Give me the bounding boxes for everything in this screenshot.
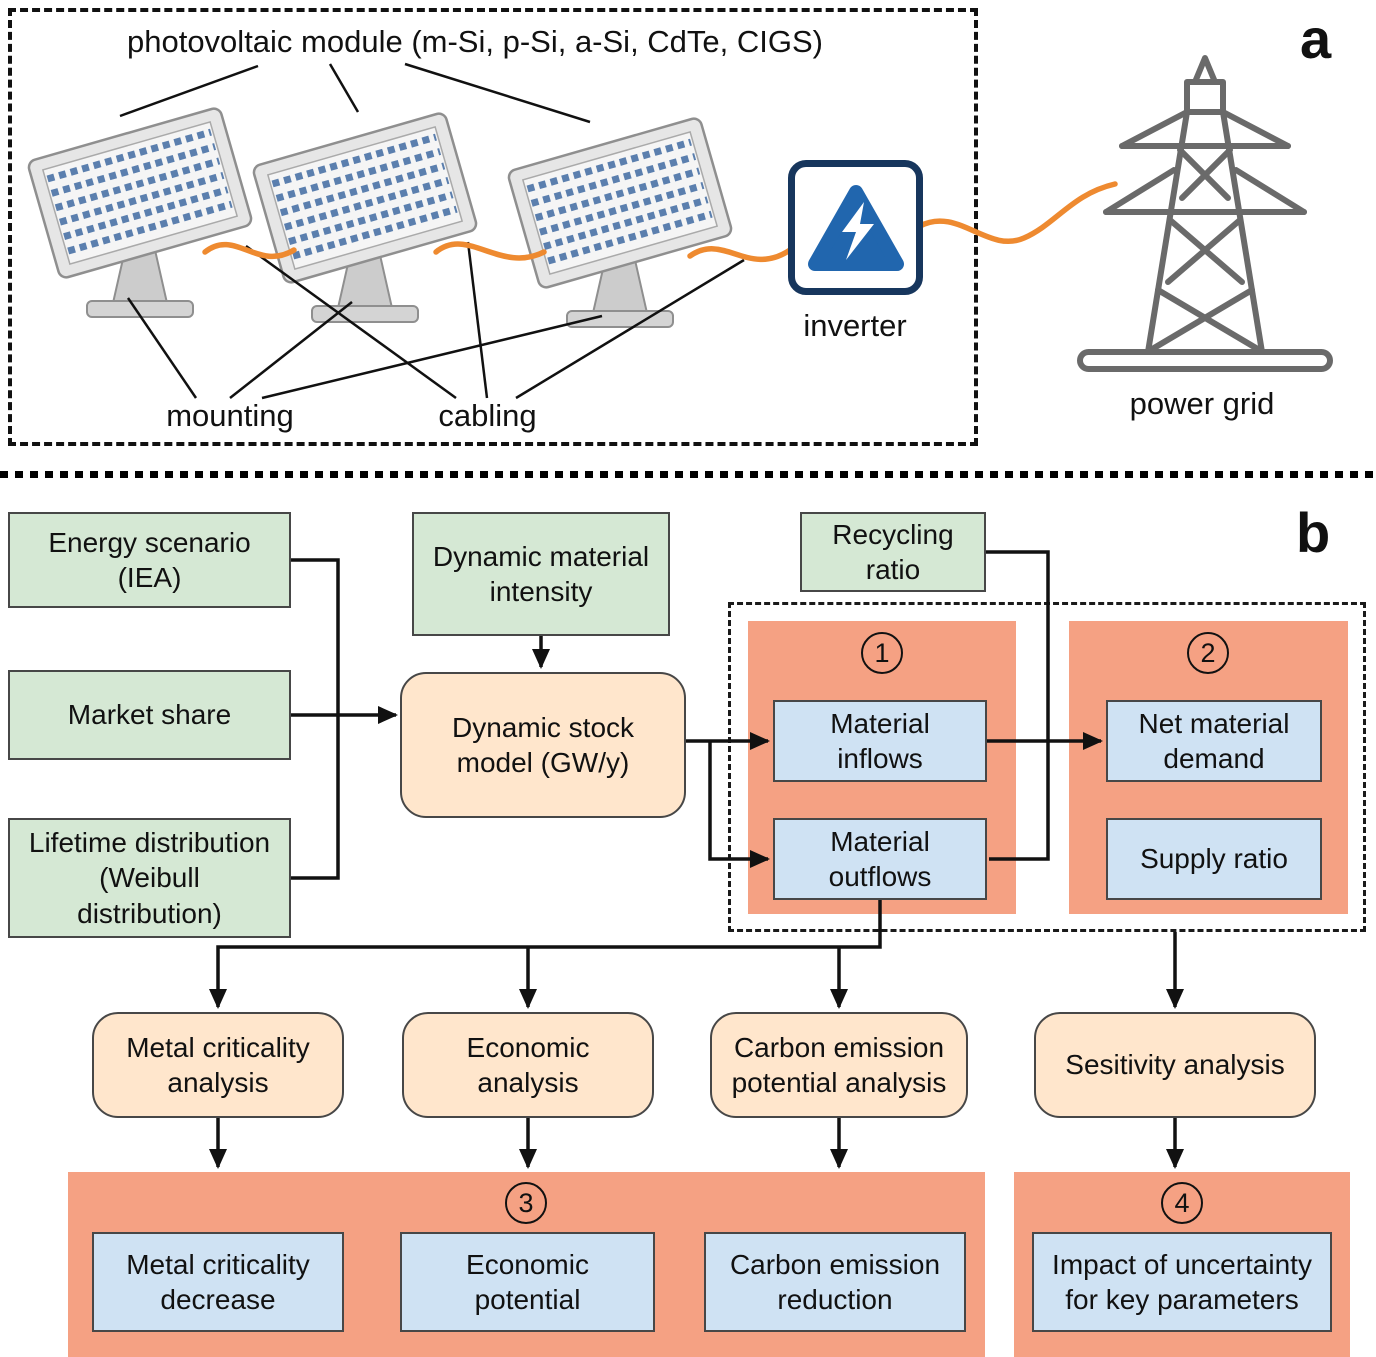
dynamic-material-intensity-box: Dynamic material intensity <box>412 512 670 636</box>
impact-of-uncertainty-box: Impact of uncertainty for key parameters <box>1032 1232 1332 1332</box>
power-grid-icon <box>1070 50 1340 385</box>
pv-module-title: photovoltaic module (m-Si, p-Si, a-Si, C… <box>126 24 824 59</box>
material-outflows-box: Material outflows <box>773 818 987 900</box>
pv-module-icon <box>250 103 480 343</box>
sensitivity-analysis-box: Sesitivity analysis <box>1034 1012 1316 1118</box>
pv-module-icon <box>25 98 255 338</box>
supply-ratio-box: Supply ratio <box>1106 818 1322 900</box>
pv-module-icon <box>505 108 735 348</box>
material-inflows-box: Material inflows <box>773 700 987 782</box>
panel-b-corner-label: b <box>1296 501 1331 564</box>
economic-analysis-box: Economic analysis <box>402 1012 654 1118</box>
section-divider <box>0 471 1376 478</box>
energy-scenario-box: Energy scenario (IEA) <box>8 512 291 608</box>
economic-potential-box: Economic potential <box>400 1232 655 1332</box>
inverter-label: inverter <box>803 308 907 343</box>
group3-number-badge: 3 <box>505 1182 547 1224</box>
power-grid-label: power grid <box>1129 386 1275 421</box>
group2-number-badge: 2 <box>1187 632 1229 674</box>
cabling-label: cabling <box>438 398 537 433</box>
carbon-emission-potential-analysis-box: Carbon emission potential analysis <box>710 1012 968 1118</box>
dynamic-stock-model-box: Dynamic stock model (GW/y) <box>400 672 686 818</box>
carbon-emission-reduction-box: Carbon emission reduction <box>704 1232 966 1332</box>
panel-a-corner-label: a <box>1300 7 1332 70</box>
recycling-ratio-box: Recycling ratio <box>800 512 986 592</box>
metal-criticality-analysis-box: Metal criticality analysis <box>92 1012 344 1118</box>
net-material-demand-box: Net material demand <box>1106 700 1322 782</box>
metal-criticality-decrease-box: Metal criticality decrease <box>92 1232 344 1332</box>
market-share-box: Market share <box>8 670 291 760</box>
mounting-label: mounting <box>166 398 294 433</box>
inverter-icon <box>788 160 923 295</box>
lifetime-distribution-box: Lifetime distribution (Weibull distribut… <box>8 818 291 938</box>
lightning-triangle-icon <box>807 184 904 271</box>
group1-number-badge: 1 <box>861 632 903 674</box>
group4-number-badge: 4 <box>1161 1182 1203 1224</box>
